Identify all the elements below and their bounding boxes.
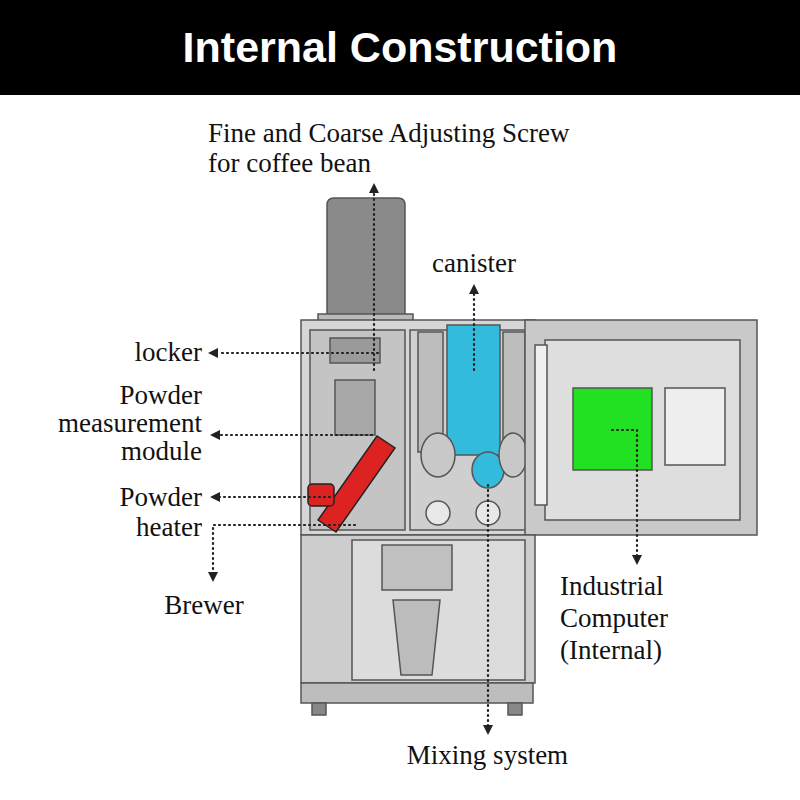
machine-foot xyxy=(508,703,522,715)
part-label: Powder heater xyxy=(82,482,202,542)
leader-line xyxy=(218,434,372,436)
arrowhead xyxy=(483,725,493,735)
power-box xyxy=(665,388,725,465)
arrowhead xyxy=(208,348,218,358)
arrowhead xyxy=(469,284,479,294)
locker-part xyxy=(330,338,380,363)
arrowhead xyxy=(210,492,220,502)
page-title: Internal Construction xyxy=(0,0,800,95)
machine-foot xyxy=(312,703,326,715)
arrowhead xyxy=(208,572,218,582)
part-label: Fine and Coarse Adjusting Screw for coff… xyxy=(208,118,583,178)
open-door xyxy=(525,320,757,535)
part-label: Mixing system xyxy=(370,740,605,770)
nozzle-block xyxy=(382,545,452,590)
powder-heater-part xyxy=(308,484,334,506)
part-label: Industrial Computer (Internal) xyxy=(560,570,720,666)
dispense-bay xyxy=(352,540,525,680)
arrowhead xyxy=(632,555,642,565)
leader-line xyxy=(487,485,489,727)
door-panel xyxy=(545,340,740,520)
arrowhead xyxy=(369,183,379,193)
machine-base xyxy=(301,683,533,703)
part-label: canister xyxy=(410,248,538,278)
part-label: Powder measurement module xyxy=(12,381,202,465)
lower-cabinet xyxy=(301,535,535,683)
hopper-funnel xyxy=(499,433,527,477)
measure-module xyxy=(335,380,375,435)
part-label: Brewer xyxy=(140,590,268,620)
cup xyxy=(393,600,440,675)
door-hinge xyxy=(535,345,547,505)
arrowhead xyxy=(210,430,220,440)
leader-line xyxy=(218,352,378,354)
hopper-funnel xyxy=(421,433,455,477)
leader-line xyxy=(373,192,375,370)
leader-line xyxy=(213,525,355,572)
part-label: locker xyxy=(60,337,202,367)
leader-line xyxy=(612,430,637,557)
upper-cabinet xyxy=(301,320,535,535)
bean-hopper xyxy=(327,198,405,320)
leader-line xyxy=(473,292,475,370)
mixing-bowl xyxy=(426,501,450,525)
leader-line xyxy=(218,496,330,498)
